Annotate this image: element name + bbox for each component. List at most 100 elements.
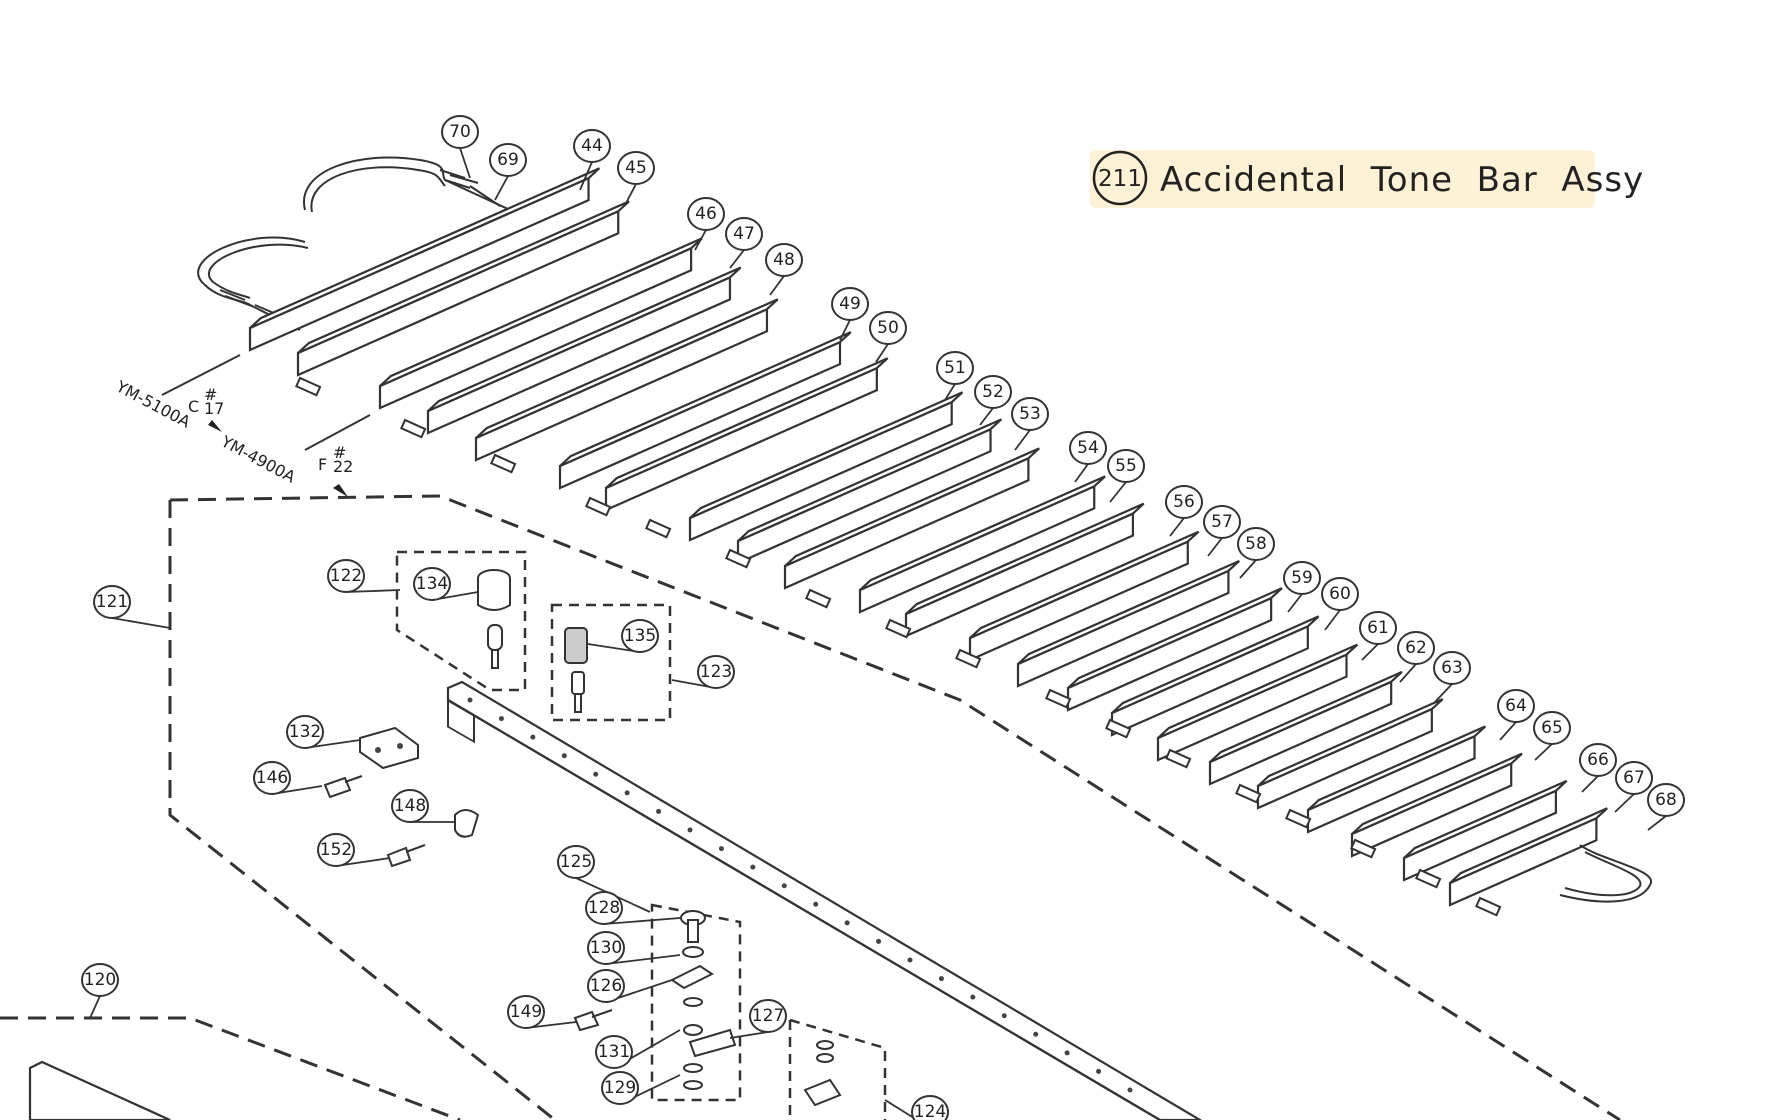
tone-bar-top bbox=[605, 357, 889, 490]
callout-leader bbox=[494, 175, 509, 201]
callout-leader bbox=[1074, 463, 1089, 483]
callout-label: 131 bbox=[598, 1042, 630, 1062]
callout-129: 129 bbox=[601, 1071, 681, 1105]
callout-leader bbox=[1169, 517, 1185, 537]
callout-58: 58 bbox=[1237, 527, 1275, 579]
tone-bar-top bbox=[1067, 587, 1283, 690]
callout-circle bbox=[974, 375, 1012, 409]
hardware-124 bbox=[803, 1040, 842, 1107]
callout-label: 47 bbox=[733, 224, 755, 244]
callout-149: 149 bbox=[507, 995, 577, 1029]
callout-64: 64 bbox=[1497, 689, 1535, 741]
bar-cord-segment bbox=[1045, 688, 1072, 709]
callout-label: 49 bbox=[839, 294, 861, 314]
bar-cord-segment bbox=[885, 618, 912, 639]
callout-66: 66 bbox=[1579, 743, 1617, 793]
callout-label: 130 bbox=[590, 938, 622, 958]
callout-leader bbox=[624, 183, 637, 206]
note-c-sharp: # bbox=[204, 385, 217, 404]
callout-circle bbox=[317, 833, 355, 867]
model-markers: YM-5100A YM-4900A C # 17 F # 22 bbox=[112, 354, 371, 497]
callout-leader bbox=[579, 161, 593, 191]
callout-leader bbox=[1434, 683, 1453, 703]
callout-circle bbox=[1647, 783, 1685, 817]
callout-circle bbox=[621, 619, 659, 653]
callout-label: 146 bbox=[256, 768, 288, 788]
callout-circle bbox=[1011, 397, 1049, 431]
group-122-boundary bbox=[395, 550, 527, 692]
callout-label: 125 bbox=[560, 852, 592, 872]
callout-label: 149 bbox=[510, 1002, 542, 1022]
rail-hole bbox=[781, 883, 787, 889]
tone-bar-top bbox=[969, 530, 1200, 640]
assembly-title: 211 Accidental Tone Bar Assy bbox=[1090, 150, 1644, 208]
note-f-sub: 22 bbox=[333, 457, 353, 476]
bar-cord-segment bbox=[805, 588, 832, 609]
note-c-label: C bbox=[188, 397, 199, 416]
callout-126: 126 bbox=[587, 969, 673, 1003]
callout-label: 48 bbox=[773, 250, 795, 270]
callout-circle bbox=[587, 969, 625, 1003]
callout-label: 68 bbox=[1655, 790, 1677, 810]
callout-leader bbox=[603, 917, 681, 925]
screw-152 bbox=[386, 844, 426, 868]
callout-leader bbox=[111, 617, 171, 629]
callout-label: 134 bbox=[416, 574, 448, 594]
callout-label: 67 bbox=[1623, 768, 1645, 788]
tone-bar-top bbox=[1307, 725, 1487, 812]
callout-circle bbox=[1283, 561, 1321, 595]
callout-label: 126 bbox=[590, 976, 622, 996]
callout-67: 67 bbox=[1614, 761, 1653, 813]
bar-cord-segment bbox=[585, 496, 612, 517]
title-label: Accidental Tone Bar Assy bbox=[1160, 160, 1644, 200]
tone-bars bbox=[248, 167, 1608, 917]
tone-bar-top bbox=[1017, 559, 1240, 666]
callout-leader bbox=[729, 1031, 769, 1039]
rail-hole bbox=[1033, 1031, 1039, 1037]
tone-bar-top bbox=[297, 200, 630, 355]
callout-leader bbox=[769, 275, 785, 296]
callout-51: 51 bbox=[936, 351, 974, 401]
callout-circle bbox=[697, 655, 735, 689]
tone-bar-top bbox=[475, 298, 779, 440]
callout-127: 127 bbox=[729, 999, 787, 1039]
callout-circle bbox=[1321, 577, 1359, 611]
callout-leader bbox=[1207, 537, 1223, 557]
rail-hole bbox=[813, 901, 819, 907]
callout-65: 65 bbox=[1533, 711, 1571, 761]
callout-label: 127 bbox=[752, 1006, 784, 1026]
callout-leader bbox=[459, 147, 471, 179]
callout-label: 120 bbox=[84, 970, 116, 990]
callout-leader bbox=[694, 229, 707, 251]
callout-leader bbox=[1239, 559, 1257, 579]
rail-hole bbox=[970, 994, 976, 1000]
callout-121: 121 bbox=[93, 585, 171, 629]
callout-146: 146 bbox=[253, 761, 323, 795]
note-c-sub: 17 bbox=[204, 399, 224, 418]
callout-label: 54 bbox=[1077, 438, 1099, 458]
callout-label: 65 bbox=[1541, 718, 1563, 738]
hardware-stack bbox=[670, 910, 737, 1090]
callout-circle bbox=[911, 1095, 949, 1120]
callout-135: 135 bbox=[587, 619, 659, 653]
callout-label: 128 bbox=[588, 898, 620, 918]
bar-cord-segment bbox=[1350, 838, 1377, 859]
callout-leader bbox=[839, 319, 851, 341]
callout-circle bbox=[1533, 711, 1571, 745]
callout-leader bbox=[1614, 793, 1635, 813]
bar-cord-segment bbox=[400, 418, 427, 439]
callout-61: 61 bbox=[1359, 611, 1397, 661]
callout-label: 52 bbox=[982, 382, 1004, 402]
rail-hole bbox=[467, 697, 473, 703]
callout-44: 44 bbox=[573, 129, 611, 191]
title-number-circle bbox=[1092, 150, 1148, 206]
bar-cord-segment bbox=[1235, 783, 1262, 804]
bar-cord-segment bbox=[490, 453, 517, 474]
tone-bar-top bbox=[1449, 807, 1608, 885]
callout-label: 59 bbox=[1291, 568, 1313, 588]
part-callouts: 7069444546474849505152535455565758596061… bbox=[81, 115, 1685, 1120]
rail-hole bbox=[876, 938, 882, 944]
end-loop bbox=[1559, 844, 1653, 903]
group-124-boundary bbox=[788, 1018, 887, 1120]
callout-62: 62 bbox=[1397, 631, 1435, 683]
